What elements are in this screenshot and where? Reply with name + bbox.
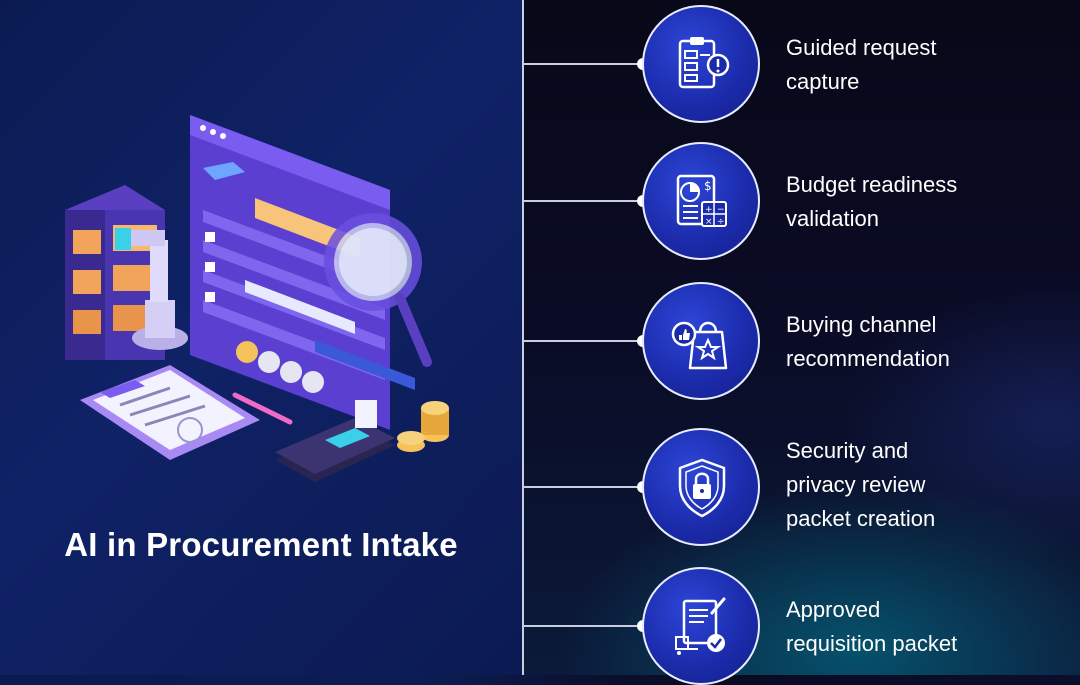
connector-line [522, 63, 644, 65]
svg-text:−: − [717, 205, 725, 215]
step-label: Guided request capture [786, 31, 1076, 99]
step-label: Security and privacy review packet creat… [786, 434, 1076, 536]
svg-text:÷: ÷ [717, 217, 725, 227]
step-budget-readiness-validation: $ + − × ÷ Budget readiness validation [522, 142, 1080, 260]
step-label-line: Buying channel [786, 312, 937, 337]
svg-text:×: × [705, 217, 713, 227]
page-title: AI in Procurement Intake [64, 526, 458, 563]
shopping-bag-icon [671, 321, 728, 370]
vertical-divider [522, 0, 524, 675]
connector-line [522, 200, 644, 202]
step-label: Buying channel recommendation [786, 308, 1076, 376]
step-icon-circle: $ + − × ÷ [642, 142, 760, 260]
step-icon-circle [642, 567, 760, 685]
magnifier-icon [324, 213, 432, 367]
step-label-line: Guided request [786, 35, 937, 60]
coin-stack-icon [397, 401, 449, 452]
step-label-line: recommendation [786, 346, 950, 371]
step-buying-channel-recommendation: Buying channel recommendation [522, 282, 1080, 400]
clipboard-checklist-icon [678, 37, 730, 89]
connector-line [522, 625, 644, 627]
step-label-line: packet creation [786, 506, 936, 531]
step-label-line: requisition packet [786, 631, 958, 656]
step-icon-circle [642, 5, 760, 123]
approved-document-icon [675, 597, 726, 655]
step-label-line: capture [786, 69, 860, 94]
procurement-illustration [65, 115, 449, 482]
connector-line [522, 486, 644, 488]
step-icon-circle [642, 428, 760, 546]
step-label-line: validation [786, 206, 879, 231]
step-label-line: privacy review [786, 472, 926, 497]
step-label: Approved requisition packet [786, 593, 1076, 661]
clipboard-document-icon [80, 365, 260, 460]
card-terminal-icon [275, 400, 395, 482]
connector-line [522, 340, 644, 342]
robot-arm-icon [115, 228, 188, 350]
step-security-privacy-review: Security and privacy review packet creat… [522, 428, 1080, 546]
svg-text:$: $ [704, 179, 712, 193]
right-panel [522, 0, 1080, 675]
step-label-line: Budget readiness [786, 172, 958, 197]
step-label-line: Security and [786, 438, 909, 463]
budget-calculator-icon: $ + − × ÷ [676, 174, 727, 227]
step-approved-requisition-packet: Approved requisition packet [522, 567, 1080, 685]
coin-row-icon [236, 341, 324, 393]
security-shield-lock-icon [678, 458, 726, 518]
step-guided-request-capture: Guided request capture [522, 5, 1080, 123]
svg-text:+: + [705, 205, 713, 215]
step-label-line: Approved [786, 597, 881, 622]
step-label: Budget readiness validation [786, 168, 1076, 236]
step-icon-circle [642, 282, 760, 400]
pen-icon [232, 392, 293, 425]
